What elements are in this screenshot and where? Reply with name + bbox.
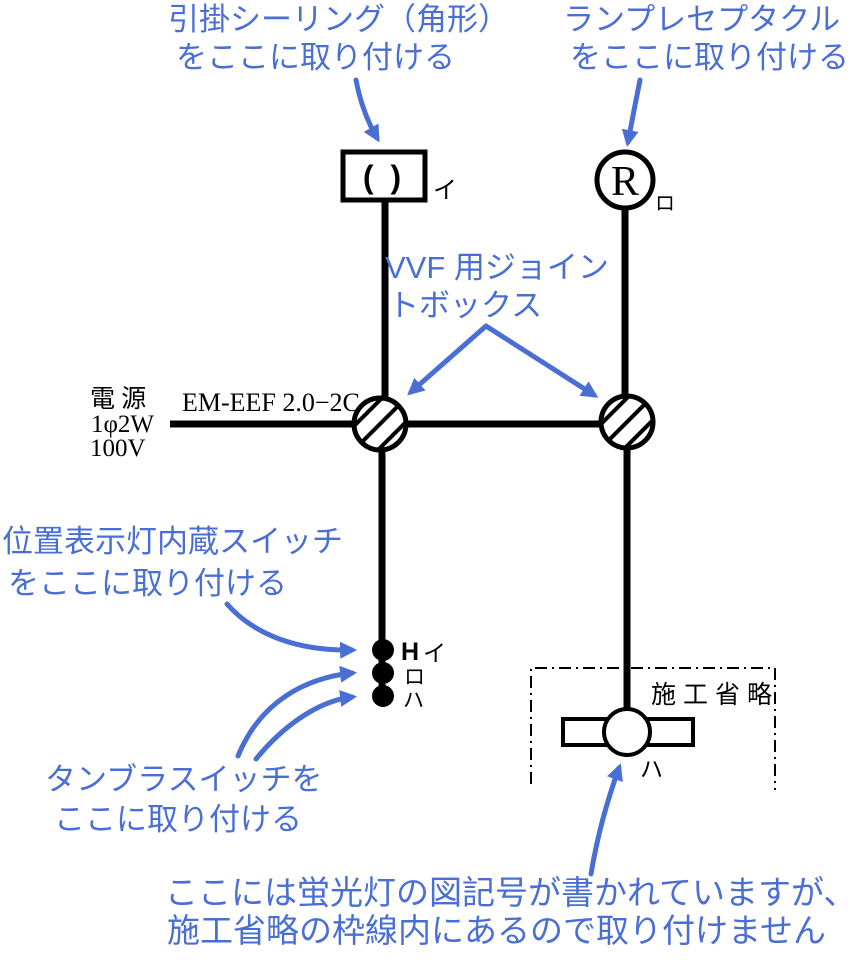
switch-circuit-ha: ハ [403, 688, 424, 712]
annotation-joint-box: VVF 用ジョイン トボックス [385, 250, 609, 323]
pilot-switch-dot-icon [372, 639, 394, 661]
ceiling-rose-symbol: ( ) イ [340, 149, 457, 204]
ceiling-rose-box-icon [340, 149, 428, 203]
ceiling-rose-parens: ( ) [363, 159, 405, 195]
wires [170, 200, 631, 711]
construction-omitted-box: 施工省略 [530, 667, 779, 790]
annotation-receptacle: ランプレセプタクル をここに取り付ける [563, 2, 849, 75]
annotation-joint-box-line1: VVF 用ジョイン [385, 250, 609, 285]
switch-h-mark: H [401, 638, 419, 666]
circuit-label-fluorescent: ハ [640, 757, 663, 782]
power-source-label: 電 源 1φ2W 100V [90, 385, 154, 462]
annotation-ceiling-line2: をここに取り付ける [176, 40, 455, 75]
power-line3: 100V [90, 435, 146, 462]
switch-circuit-ro: ロ [404, 665, 425, 689]
dash-dot-border [530, 667, 776, 790]
arrow-to-tumbler-ro-icon [235, 665, 358, 759]
annotation-tumbler-line1: タンブラスイッチを [45, 762, 322, 797]
joint-box-left-symbol [351, 395, 409, 453]
switch-symbols: H イ ロ ハ [372, 638, 446, 712]
annotation-tumbler-switch: タンブラスイッチを ここに取り付ける [45, 762, 322, 837]
annotation-fluorescent-note: ここには蛍光灯の図記号が書かれていますが、 施工省略の枠線内にあるので取り付けま… [165, 874, 856, 949]
annotation-receptacle-line1: ランプレセプタクル [563, 2, 840, 37]
annotation-pilot-switch-line2: をここに取り付ける [8, 566, 287, 601]
arrow-to-ceiling-icon [353, 77, 380, 143]
arrow-to-joint-box-right-icon [483, 323, 599, 398]
tumbler-switch-dot-ro-icon [372, 662, 394, 684]
joint-box-right-symbol [598, 393, 656, 451]
annotation-ceiling: 引掛シーリング（角形） をここに取り付ける [168, 2, 509, 75]
annotation-ceiling-line1: 引掛シーリング（角形） [168, 2, 509, 37]
annotation-fluorescent-line2: 施工省略の枠線内にあるので取り付けません [167, 912, 826, 949]
fluorescent-light-symbol: ハ [561, 707, 695, 782]
circuit-label-receptacle: ロ [655, 193, 675, 215]
tumbler-switch-dot-ha-icon [372, 685, 394, 707]
annotation-receptacle-line2: をここに取り付ける [570, 40, 849, 75]
annotation-pilot-switch-line1: 位置表示灯内蔵スイッチ [2, 524, 343, 559]
annotation-joint-box-line2: トボックス [388, 288, 542, 323]
annotation-pilot-switch: 位置表示灯内蔵スイッチ をここに取り付ける [2, 524, 343, 601]
power-line1: 電 源 [90, 385, 146, 413]
switch-circuit-i: イ [423, 641, 446, 666]
arrow-to-fluorescent-icon [588, 763, 623, 877]
annotation-arrows [224, 77, 643, 877]
lamp-receptacle-symbol: R ロ [594, 149, 675, 215]
receptacle-circle-icon [594, 149, 656, 211]
annotation-fluorescent-line1: ここには蛍光灯の図記号が書かれていますが、 [165, 874, 856, 911]
arrow-to-pilot-switch-icon [224, 601, 358, 659]
arrow-to-joint-box-left-icon [407, 323, 489, 396]
fluorescent-circle-icon [602, 707, 652, 757]
circuit-label-ceiling: イ [433, 178, 457, 204]
arrow-to-tumbler-ha-icon [253, 689, 358, 762]
power-line2: 1φ2W [91, 411, 154, 438]
annotation-tumbler-line2: ここに取り付ける [54, 802, 302, 837]
cable-type-label: EM-EEF 2.0−2C [182, 388, 360, 417]
construction-omitted-label: 施工省略 [651, 681, 779, 709]
arrow-to-receptacle-icon [621, 77, 643, 148]
receptacle-letter: R [611, 159, 639, 205]
